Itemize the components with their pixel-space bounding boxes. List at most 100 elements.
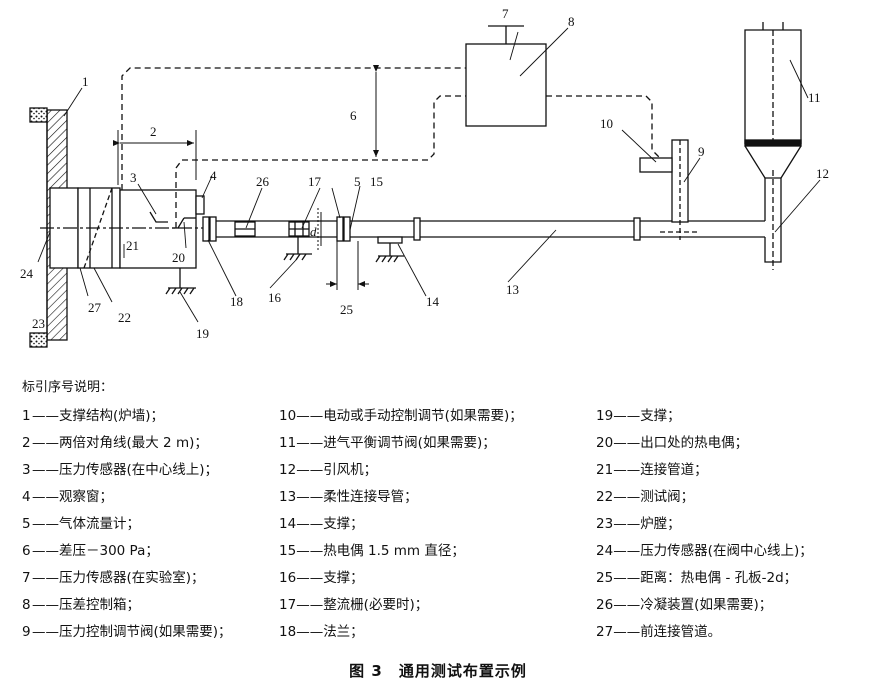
dimension-25 (326, 241, 369, 290)
legend-number: 8 (22, 597, 31, 613)
legend-number: 7 (22, 570, 31, 586)
callout-5: 5 (354, 174, 361, 189)
dimension-d (317, 208, 322, 250)
callout-13: 13 (506, 282, 519, 297)
observation-window (195, 195, 205, 215)
callout-4: 4 (210, 168, 217, 183)
support-19 (165, 268, 196, 295)
support-14 (375, 236, 404, 263)
legend-item: 6——差压－300 Pa； (22, 538, 232, 565)
centerline-pressure-sensor (149, 211, 168, 223)
legend-number: 9 (22, 624, 31, 640)
legend-text: 压差控制箱； (59, 597, 140, 613)
legend-number: 22 (596, 489, 614, 505)
legend-number: 5 (22, 516, 31, 532)
legend-text: 柔性连接导管； (323, 489, 418, 505)
callout-20: 20 (172, 250, 185, 265)
legend-dash: —— (613, 543, 641, 559)
legend-number: 16 (279, 570, 297, 586)
legend-dash: —— (296, 408, 324, 424)
legend-dash: —— (296, 516, 324, 532)
outlet-thermocouple (172, 217, 196, 229)
legend-dash: —— (613, 408, 641, 424)
legend-number: 18 (279, 624, 297, 640)
legend-item: 26——冷凝装置(如果需要)； (596, 592, 813, 619)
legend-item: 14——支撑； (279, 511, 523, 538)
legend-text: 观察窗； (59, 489, 113, 505)
legend-number: 4 (22, 489, 31, 505)
legend-dash: —— (32, 543, 59, 559)
legend-text: 冷凝装置(如果需要)； (640, 597, 773, 613)
legend-number: 24 (596, 543, 614, 559)
legend-dash: —— (613, 570, 641, 586)
legend-text: 热电偶 1.5 mm 直径； (323, 543, 465, 559)
callout-21: 21 (126, 238, 139, 253)
legend-text: 法兰； (323, 624, 364, 640)
callout-19: 19 (196, 326, 209, 341)
legend-item: 12——引风机； (279, 457, 523, 484)
legend-dash: —— (296, 462, 324, 478)
legend-dash: —— (613, 624, 641, 640)
test-arrangement-diagram: 1 2 3 4 5 6 7 8 9 10 11 12 13 14 15 16 1… (20, 6, 829, 348)
legend-number: 3 (22, 462, 31, 478)
legend-dash: —— (296, 489, 324, 505)
legend-item: 1——支撑结构(炉墙)； (22, 403, 232, 430)
legend-dash: —— (296, 570, 324, 586)
legend-text: 连接管道； (640, 462, 708, 478)
callout-17: 17 (308, 174, 322, 189)
dimension-d-label: d (310, 224, 317, 239)
legend-item: 25——距离：热电偶 - 孔板-2d； (596, 565, 813, 592)
legend-dash: —— (32, 408, 59, 424)
callout-9: 9 (698, 144, 705, 159)
legend-number: 27 (596, 624, 614, 640)
dimension-2 (113, 130, 197, 185)
induced-draft-fan (744, 22, 802, 270)
legend-item: 17——整流栅(必要时)； (279, 592, 523, 619)
callout-23: 23 (32, 316, 45, 331)
legend-item: 8——压差控制箱； (22, 592, 232, 619)
legend-text: 支撑； (640, 408, 681, 424)
legend-text: 进气平衡调节阀(如果需要)； (323, 435, 496, 451)
callout-2: 2 (150, 124, 157, 139)
figure-caption: 图 3 通用测试布置示例 (349, 662, 527, 680)
legend-number: 23 (596, 516, 614, 532)
legend-item: 5——气体流量计； (22, 511, 232, 538)
legend-text: 距离：热电偶 - 孔板-2d； (640, 570, 798, 586)
legend-item: 21——连接管道； (596, 457, 813, 484)
legend-text: 出口处的热电偶； (640, 435, 749, 451)
pressure-control-box (465, 25, 547, 127)
pressure-control-valve (639, 139, 700, 240)
pressure-lines (121, 67, 661, 228)
callout-16: 16 (268, 290, 282, 305)
legend-number: 12 (279, 462, 297, 478)
legend-number: 20 (596, 435, 614, 451)
legend-number: 10 (279, 408, 297, 424)
legend-item: 3——压力传感器(在中心线上)； (22, 457, 232, 484)
callout-14: 14 (426, 294, 440, 309)
legend-item: 18——法兰； (279, 619, 523, 646)
legend-dash: —— (296, 543, 324, 559)
callout-26: 26 (256, 174, 270, 189)
legend-number: 2 (22, 435, 31, 451)
callout-7: 7 (502, 6, 509, 21)
legend-text: 压力传感器(在实验室)； (59, 570, 205, 586)
legend-dash: —— (296, 597, 324, 613)
legend-text: 压力传感器(在中心线上)； (59, 462, 219, 478)
callout-3: 3 (130, 170, 137, 185)
legend-number: 15 (279, 543, 297, 559)
legend-item: 9——压力控制调节阀(如果需要)； (22, 619, 232, 646)
legend-dash: —— (32, 435, 59, 451)
legend-column-2: 10——电动或手动控制调节(如果需要)； 11——进气平衡调节阀(如果需要)； … (279, 403, 523, 646)
legend-text: 电动或手动控制调节(如果需要)； (323, 408, 523, 424)
callout-18: 18 (230, 294, 243, 309)
legend-item: 15——热电偶 1.5 mm 直径； (279, 538, 523, 565)
legend-number: 11 (279, 435, 297, 451)
legend-dash: —— (613, 489, 641, 505)
legend-text: 差压－300 Pa； (59, 543, 159, 559)
legend-item: 27——前连接管道。 (596, 619, 813, 646)
callout-labels: 1 2 3 4 5 6 7 8 9 10 11 12 13 14 15 16 1… (20, 6, 829, 341)
legend-text: 支撑； (323, 570, 364, 586)
legend-dash: —— (613, 516, 641, 532)
legend-number: 14 (279, 516, 297, 532)
legend-item: 22——测试阀； (596, 484, 813, 511)
